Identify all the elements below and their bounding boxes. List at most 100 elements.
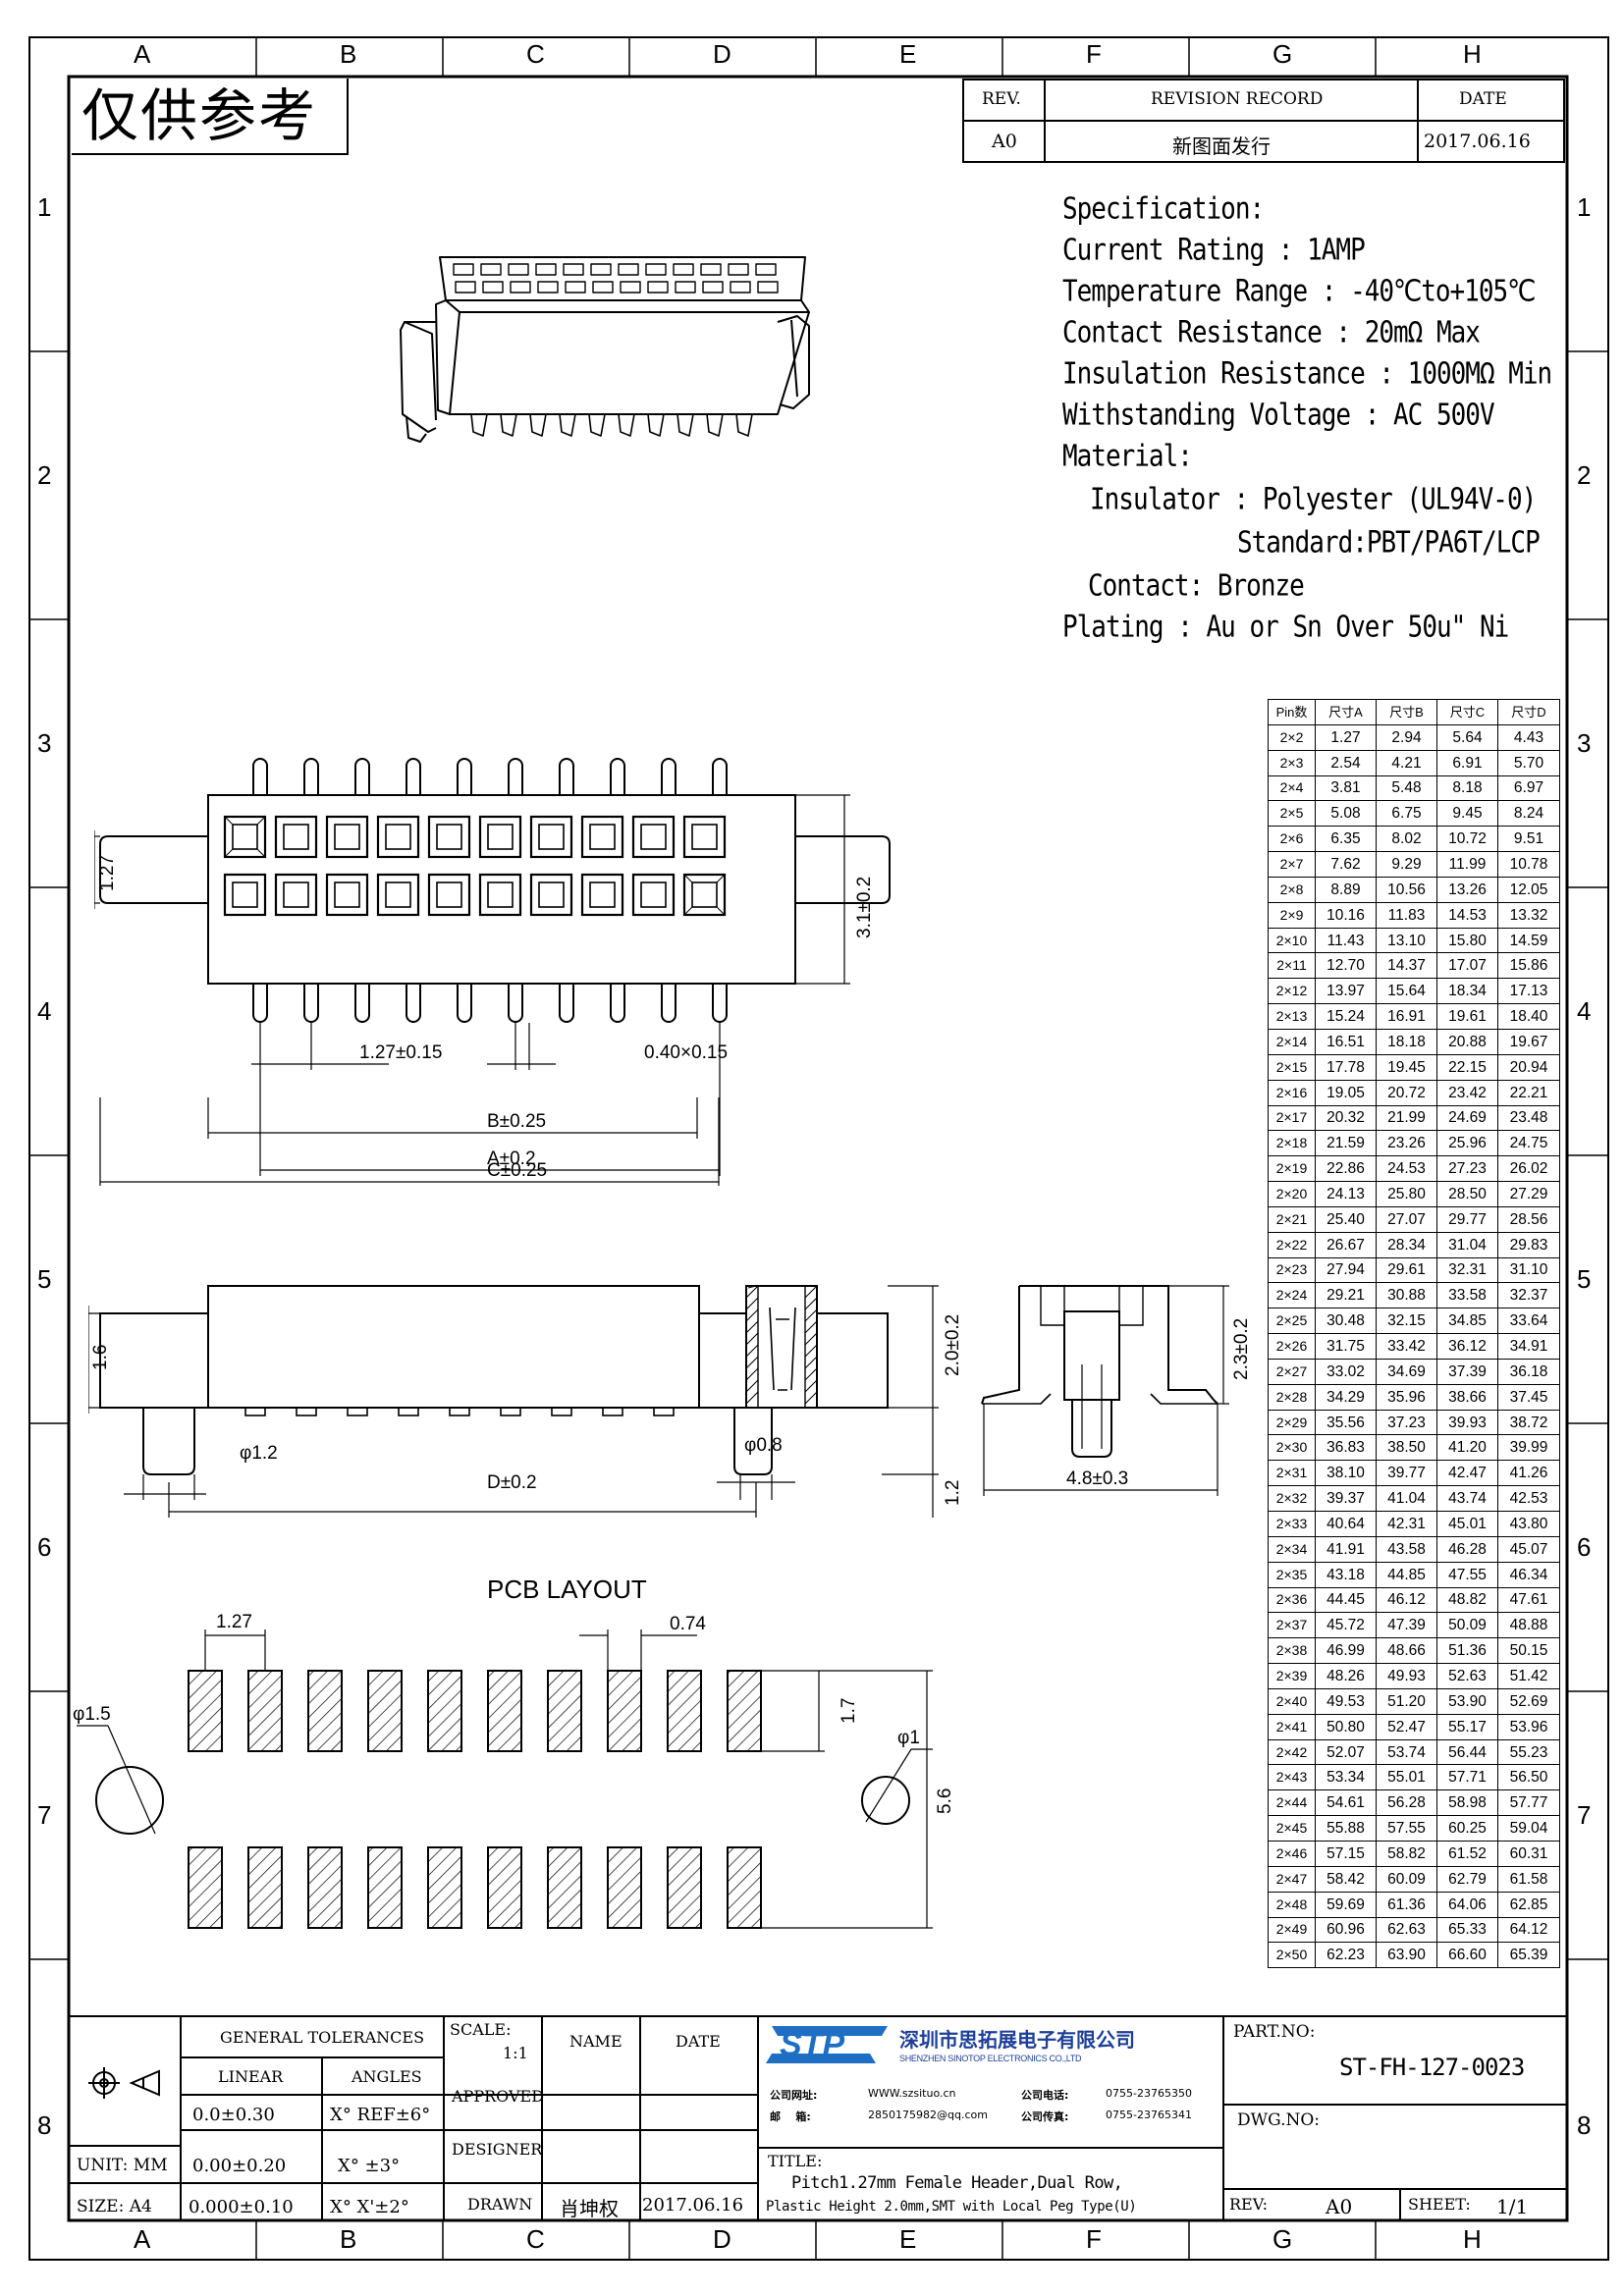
- dimension-cell: 2.54: [1315, 749, 1377, 776]
- dimension-cell: 21.99: [1376, 1104, 1437, 1132]
- dimension-cell: 53.74: [1376, 1738, 1437, 1766]
- dimension-cell: 38.10: [1315, 1460, 1377, 1487]
- pin-count-cell: 2×44: [1268, 1789, 1316, 1817]
- dimension-cell: 62.23: [1315, 1942, 1377, 1969]
- col-label: E: [899, 39, 917, 69]
- dimension-table-header-cell: Pin数: [1268, 699, 1316, 725]
- pin-count-cell: 2×28: [1268, 1383, 1316, 1411]
- pcb-layout-title: PCB LAYOUT: [487, 1575, 647, 1604]
- dimension-cell: 60.96: [1315, 1916, 1377, 1944]
- dimension-cell: 29.83: [1497, 1231, 1560, 1258]
- dimension-cell: 5.70: [1497, 749, 1560, 776]
- dimension-cell: 34.29: [1315, 1383, 1377, 1411]
- dimension-cell: 54.61: [1315, 1789, 1377, 1817]
- dimension-cell: 52.69: [1497, 1687, 1560, 1715]
- dimension-cell: 56.44: [1436, 1738, 1498, 1766]
- dimension-cell: 15.80: [1436, 927, 1498, 954]
- projection-symbol-icon: [88, 2067, 160, 2099]
- dimension-cell: 55.23: [1497, 1738, 1560, 1766]
- pin-count-cell: 2×15: [1268, 1053, 1316, 1081]
- date-label: DATE: [676, 2032, 721, 2051]
- dimension-cell: 44.85: [1376, 1561, 1437, 1588]
- dimension-cell: 57.15: [1315, 1840, 1377, 1867]
- dimension-cell: 47.55: [1436, 1561, 1498, 1588]
- pin-count-cell: 2×41: [1268, 1713, 1316, 1740]
- dimension-cell: 10.78: [1497, 851, 1560, 878]
- col-label: C: [526, 39, 545, 69]
- dimension-cell: 18.40: [1497, 1003, 1560, 1030]
- row-label: 7: [1577, 1800, 1592, 1830]
- dimension-cell: 59.69: [1315, 1891, 1377, 1918]
- dimension-cell: 24.13: [1315, 1181, 1377, 1207]
- dimension-cell: 19.67: [1497, 1028, 1560, 1055]
- tolerance-angle-1: X° REF±6°: [330, 2105, 431, 2125]
- tolerance-linear-1: 0.0±0.30: [192, 2105, 275, 2125]
- revision-date: 2017.06.16: [1424, 131, 1531, 152]
- pin-count-cell: 2×47: [1268, 1865, 1316, 1893]
- website-link[interactable]: WWW.szsituo.cn: [868, 2087, 956, 2100]
- col-label: A: [134, 39, 151, 69]
- dimension-cell: 32.37: [1497, 1282, 1560, 1309]
- rev-value: A0: [992, 131, 1017, 152]
- dimension-cell: 32.31: [1436, 1256, 1498, 1284]
- dimension-cell: 36.83: [1315, 1434, 1377, 1462]
- dimension-cell: 33.42: [1376, 1333, 1437, 1360]
- scale-label: SCALE:: [450, 2020, 512, 2039]
- row-label: 2: [1577, 460, 1592, 490]
- specification-block: Specification: Current Rating : 1AMP Tem…: [1062, 192, 1553, 654]
- dimension-cell: 66.60: [1436, 1942, 1498, 1969]
- dimension-cell: 41.04: [1376, 1485, 1437, 1512]
- tolerance-linear-2: 0.00±0.20: [192, 2156, 287, 2176]
- dimension-cell: 52.47: [1376, 1713, 1437, 1740]
- row-label: 8: [1577, 2110, 1592, 2140]
- dimension-cell: 62.63: [1376, 1916, 1437, 1944]
- dimension-cell: 4.21: [1376, 749, 1437, 776]
- dimension-cell: 10.56: [1376, 876, 1437, 903]
- dimension-cell: 58.98: [1436, 1789, 1498, 1817]
- pcb-label-pad-width: 0.74: [670, 1614, 706, 1634]
- pin-count-cell: 2×22: [1268, 1231, 1316, 1258]
- dimension-cell: 27.94: [1315, 1256, 1377, 1284]
- dimension-cell: 25.40: [1315, 1205, 1377, 1233]
- pin-count-cell: 2×4: [1268, 774, 1316, 802]
- dimension-cell: 48.26: [1315, 1663, 1377, 1689]
- pin-count-cell: 2×29: [1268, 1409, 1316, 1436]
- pin-count-cell: 2×2: [1268, 723, 1316, 751]
- dimension-cell: 65.33: [1436, 1916, 1498, 1944]
- dimension-cell: 39.77: [1376, 1460, 1437, 1487]
- dim-label-2-0: 2.0±0.2: [943, 1314, 963, 1376]
- dimension-cell: 43.58: [1376, 1535, 1437, 1563]
- dimension-cell: 25.96: [1436, 1130, 1498, 1157]
- dimension-cell: 48.82: [1436, 1586, 1498, 1614]
- pcb-label-phi-1: φ1: [897, 1728, 920, 1748]
- dimension-table-header-cell: 尺寸A: [1315, 699, 1377, 725]
- dimension-cell: 44.45: [1315, 1586, 1377, 1614]
- dimension-cell: 39.93: [1436, 1409, 1498, 1436]
- spec-withstanding-voltage: Withstanding Voltage : AC 500V: [1062, 399, 1495, 433]
- pin-count-cell: 2×45: [1268, 1815, 1316, 1842]
- dimension-cell: 15.64: [1376, 978, 1437, 1005]
- pin-count-cell: 2×25: [1268, 1308, 1316, 1335]
- dimension-cell: 57.71: [1436, 1764, 1498, 1791]
- email-link[interactable]: 2850175982@qq.com: [868, 2109, 988, 2121]
- reference-stamp: 仅供参考: [72, 79, 349, 155]
- dimension-cell: 28.50: [1436, 1181, 1498, 1207]
- col-label: G: [1272, 39, 1293, 69]
- pin-count-cell: 2×24: [1268, 1282, 1316, 1309]
- dimension-cell: 50.80: [1315, 1713, 1377, 1740]
